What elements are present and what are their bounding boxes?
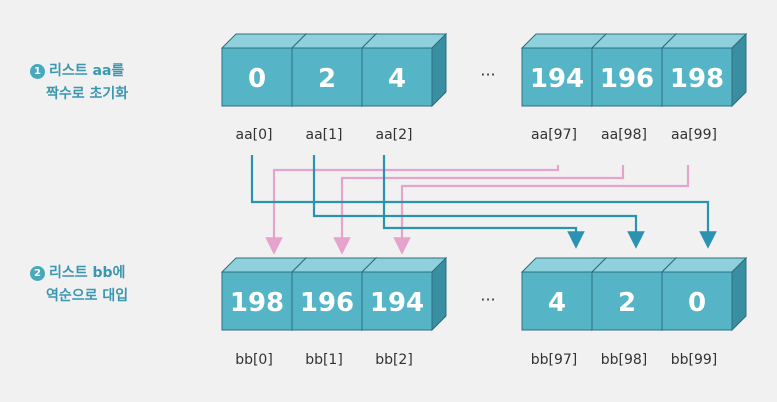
aa-cell-value-0: 0	[248, 64, 266, 94]
bb-cell-value-5: 0	[688, 288, 706, 318]
bb-cell-value-0: 198	[230, 288, 284, 318]
bb-cell-value-3: 4	[548, 288, 566, 318]
aa-index-label-1: aa[1]	[306, 127, 343, 143]
bb-cell-front-1	[291, 271, 363, 331]
step-1-number: 1	[30, 64, 45, 79]
bb-cell-value-4: 2	[618, 288, 636, 318]
teal-arrow-1	[312, 155, 645, 249]
aa-cell-value-3: 194	[530, 64, 584, 94]
bb-cell-2: 194 bb[2]	[360, 256, 448, 368]
aa-index-label-5: aa[99]	[671, 127, 717, 143]
teal-arrow-group	[250, 155, 717, 249]
aa-cell-2: 4 aa[2]	[360, 32, 448, 143]
pink-arrow-1	[333, 165, 625, 255]
bb-index-label-4: bb[98]	[601, 352, 648, 368]
aa-index-label-0: aa[0]	[236, 127, 273, 143]
bb-index-label-5: bb[99]	[671, 352, 718, 368]
bb-cell-value-1: 196	[300, 288, 354, 318]
bb-cell-front-0	[221, 271, 293, 331]
aa-cell-front-1	[291, 47, 363, 107]
step-1-title: 리스트 aa를	[49, 63, 125, 79]
pink-arrow-group	[265, 165, 690, 255]
aa-cell-value-1: 2	[318, 64, 336, 94]
teal-arrow-2	[382, 155, 585, 249]
bb-cell-front-2	[361, 271, 433, 331]
cell-group: 0 aa[0] 2 aa[1] 4 aa[2] 194 aa[97] 196 aa[98] 198 a…	[220, 32, 748, 368]
pink-arrow-0	[265, 165, 560, 255]
step-2-subtitle: 역순으로 대입	[46, 288, 129, 304]
aa-index-label-4: aa[98]	[601, 127, 647, 143]
bb-index-label-2: bb[2]	[375, 352, 413, 368]
bb-cell-4: 2 bb[98]	[590, 256, 678, 368]
aa-cell-value-2: 4	[388, 64, 406, 94]
aa-cell-5: 198 aa[99]	[660, 32, 748, 143]
aa-cell-value-4: 196	[600, 64, 654, 94]
aa-cell-front-4	[591, 47, 663, 107]
bb-index-label-3: bb[97]	[531, 352, 578, 368]
step-2-title: 리스트 bb에	[49, 265, 126, 281]
step-2-caption: 2 리스트 bb에 역순으로 대입	[30, 262, 128, 305]
bb-cell-value-2: 194	[370, 288, 424, 318]
step-1-subtitle: 짝수로 초기화	[46, 86, 129, 102]
bb-cell-front-4	[591, 271, 663, 331]
bb-cell-front-5	[661, 271, 733, 331]
step-1-caption: 1 리스트 aa를 짝수로 초기화	[30, 60, 128, 103]
step-2-number: 2	[30, 266, 45, 281]
aa-cell-value-5: 198	[670, 64, 724, 94]
teal-arrow-0	[250, 155, 717, 249]
aa-cell-front-5	[661, 47, 733, 107]
ellipsis-bottom: ···	[480, 290, 495, 309]
bb-index-label-1: bb[1]	[305, 352, 343, 368]
ellipsis-top: ···	[480, 65, 495, 84]
aa-index-label-2: aa[2]	[376, 127, 413, 143]
aa-cell-front-2	[361, 47, 433, 107]
bb-index-label-0: bb[0]	[235, 352, 273, 368]
aa-index-label-3: aa[97]	[531, 127, 577, 143]
bb-cell-5: 0 bb[99]	[660, 256, 748, 368]
aa-cell-front-3	[521, 47, 593, 107]
